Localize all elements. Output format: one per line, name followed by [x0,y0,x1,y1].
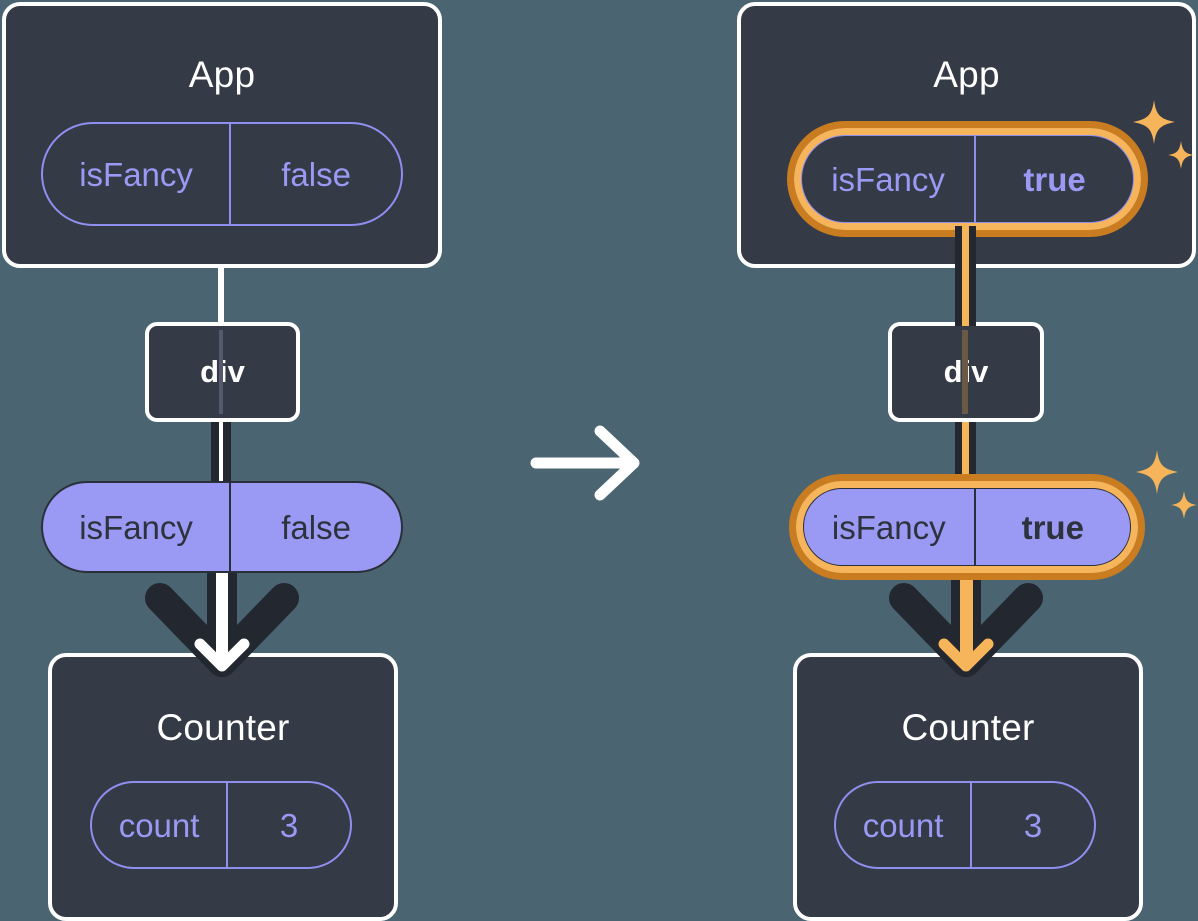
component-box-counter-left: Counter [48,653,398,921]
prop-pill-middle-right: isFancy true [802,487,1132,567]
state-pill-name-counter-right: count [862,806,944,844]
prop-pill-value-middle-left: false [229,483,401,571]
component-title-counter-left: Counter [156,707,290,748]
prop-pill-middle-left: isFancy false [41,481,403,573]
component-title-app-right: App [933,54,1000,95]
prop-pill-value-app-left: false [229,124,401,224]
prop-pill-app-right: isFancy true [800,134,1135,224]
component-title-counter-right: Counter [901,707,1035,748]
arrow-pill-to-counter-right [889,570,1043,677]
connector-div-to-pill-core-right [962,418,969,486]
prop-pill-name-app-right: isFancy [831,160,945,198]
connector-app-to-div-core-right [962,226,969,326]
connector-through-div-right [962,330,968,414]
state-pill-name-counter-left: count [118,806,200,844]
component-title-app-left: App [188,54,256,95]
prop-pill-name-app-left: isFancy [79,155,193,193]
connector-div-to-pill-inner-left [219,418,223,486]
prop-pill-value-app-right: true [974,136,1133,222]
state-pill-counter-right: count 3 [834,781,1096,869]
connector-through-div-left [219,330,223,414]
prop-pill-app-left: isFancy false [41,122,403,226]
sparkle-icon-middle-right [1136,450,1197,519]
state-pill-counter-left: count 3 [90,781,352,869]
prop-pill-name-middle-left: isFancy [79,508,193,546]
state-pill-value-counter-left: 3 [226,783,350,867]
arrow-pill-to-counter-left [145,570,299,677]
prop-pill-name-middle-right: isFancy [831,508,946,546]
state-pill-value-counter-right: 3 [970,783,1094,867]
prop-pill-value-middle-right: true [973,489,1130,565]
connector-app-to-div-left [218,266,224,326]
arrow-right-icon [530,425,640,501]
sparkle-icon-app-right [1133,100,1194,169]
